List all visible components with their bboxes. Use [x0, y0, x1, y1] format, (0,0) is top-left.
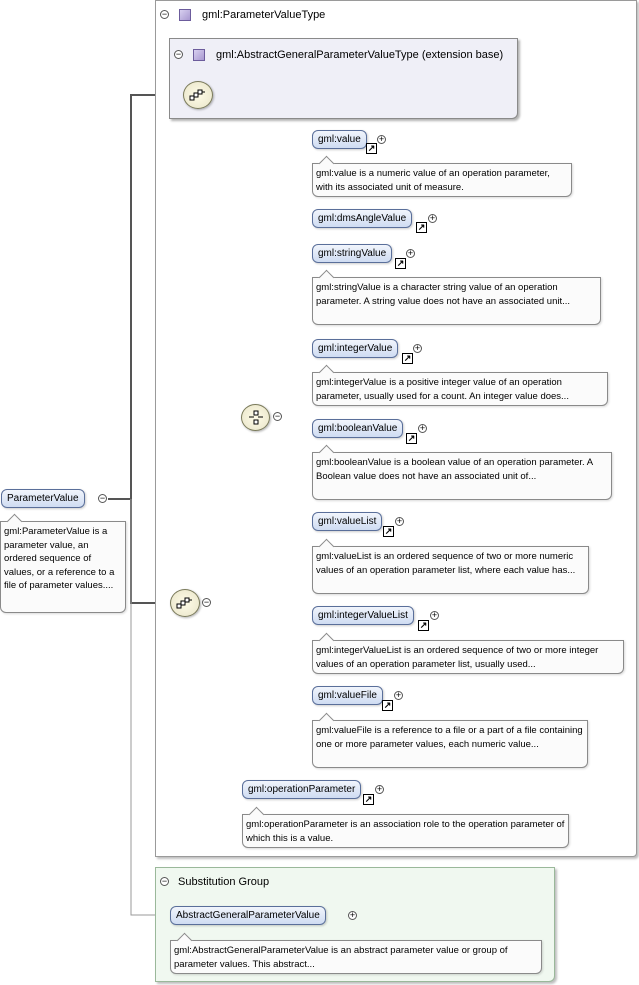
expand-dmsanglevalue-button[interactable]: + — [428, 213, 437, 223]
collapse-extension-button[interactable]: − — [174, 49, 183, 59]
expand-abstractgeneralparametervalue-button[interactable]: + — [348, 910, 357, 920]
valuelist-documentation: gml:valueList is an ordered sequence of … — [312, 546, 589, 594]
substitution-title: Substitution Group — [178, 876, 270, 888]
collapse-substitution-button[interactable]: − — [160, 876, 169, 886]
reference-arrow-icon: ↗ — [395, 258, 406, 269]
booleanvalue-documentation: gml:booleanValue is a boolean value of a… — [312, 452, 612, 500]
root-element[interactable]: ParameterValue — [1, 489, 85, 508]
element-booleanvalue[interactable]: gml:booleanValue — [312, 419, 404, 438]
expand-value-button[interactable]: + — [377, 134, 386, 144]
reference-arrow-icon: ↗ — [383, 526, 394, 537]
complex-type-icon — [179, 9, 191, 21]
element-value[interactable]: gml:value — [312, 130, 367, 149]
reference-arrow-icon: ↗ — [382, 700, 393, 711]
expand-integervalue-button[interactable]: + — [413, 343, 422, 353]
collapse-choice-button[interactable]: − — [273, 411, 282, 421]
sequence-icon[interactable] — [183, 81, 213, 109]
expand-valuefile-button[interactable]: + — [394, 690, 403, 700]
reference-arrow-icon: ↗ — [406, 433, 417, 444]
expand-stringvalue-button[interactable]: + — [406, 248, 415, 258]
reference-arrow-icon: ↗ — [418, 620, 429, 631]
expand-booleanvalue-button[interactable]: + — [418, 423, 427, 433]
expand-integervaluelist-button[interactable]: + — [430, 610, 439, 620]
extension-group-box: − gml:AbstractGeneralParameterValueType … — [169, 38, 518, 119]
integervaluelist-documentation: gml:integerValueList is an ordered seque… — [312, 640, 624, 674]
element-integervaluelist[interactable]: gml:integerValueList — [312, 606, 414, 625]
expand-valuelist-button[interactable]: + — [395, 516, 404, 526]
expand-operationparameter-button[interactable]: + — [375, 784, 384, 794]
root-documentation: gml:ParameterValue is a parameter value,… — [0, 521, 126, 613]
collapse-type-button[interactable]: − — [160, 9, 169, 19]
element-valuelist[interactable]: gml:valueList — [312, 512, 383, 531]
choice-icon[interactable] — [241, 404, 270, 431]
element-operationparameter[interactable]: gml:operationParameter — [242, 780, 362, 799]
operationparameter-documentation: gml:operationParameter is an association… — [242, 814, 569, 848]
element-stringvalue[interactable]: gml:stringValue — [312, 244, 393, 263]
collapse-root-button[interactable]: − — [98, 493, 107, 503]
element-valuefile[interactable]: gml:valueFile — [312, 686, 383, 705]
extension-title: gml:AbstractGeneralParameterValueType (e… — [216, 49, 504, 61]
reference-arrow-icon: ↗ — [402, 353, 413, 364]
sequence-icon[interactable] — [170, 589, 200, 617]
type-title: gml:ParameterValueType — [202, 9, 326, 21]
abstractgeneralparametervalue-documentation: gml:AbstractGeneralParameterValue is an … — [170, 940, 542, 974]
element-integervalue[interactable]: gml:integerValue — [312, 339, 399, 358]
element-abstractgeneralparametervalue[interactable]: AbstractGeneralParameterValue — [170, 906, 326, 925]
integervalue-documentation: gml:integerValue is a positive integer v… — [312, 372, 608, 406]
collapse-sequence-button[interactable]: − — [202, 597, 211, 607]
complex-type-icon — [193, 49, 205, 61]
element-dmsanglevalue[interactable]: gml:dmsAngleValue — [312, 209, 413, 228]
reference-arrow-icon: ↗ — [366, 143, 377, 154]
reference-arrow-icon: ↗ — [416, 222, 427, 233]
value-documentation: gml:value is a numeric value of an opera… — [312, 163, 572, 197]
valuefile-documentation: gml:valueFile is a reference to a file o… — [312, 720, 588, 768]
reference-arrow-icon: ↗ — [363, 794, 374, 805]
stringvalue-documentation: gml:stringValue is a character string va… — [312, 277, 601, 325]
